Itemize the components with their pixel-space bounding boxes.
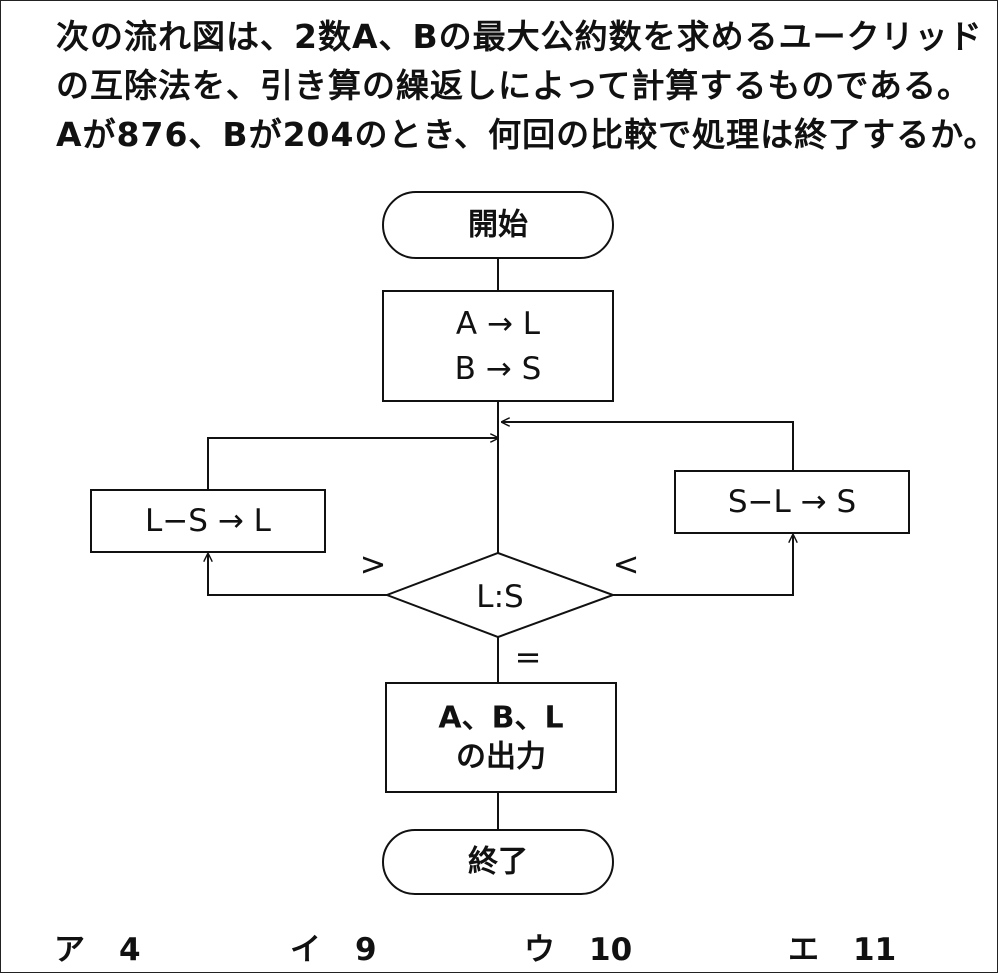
assign-line-1: A → L (456, 306, 541, 342)
question-line-1: 次の流れ図は、2数A、Bの最大公約数を求めるユークリッド (56, 17, 983, 56)
answer-value: 9 (355, 932, 377, 968)
answer-choice-e: エ 11 (788, 924, 896, 969)
output-box (385, 682, 617, 793)
answer-label: ア (54, 932, 85, 968)
line-left-process-loop (207, 438, 498, 490)
equal-branch-label: = (515, 638, 542, 676)
line-right-process-loop (502, 422, 794, 471)
output-line-1: A、B、L (438, 701, 563, 736)
line-decision-to-right-process (613, 535, 793, 596)
right-process-box (674, 470, 910, 534)
answer-label: ウ (524, 932, 555, 968)
start-terminal (382, 191, 614, 259)
decision-diamond (384, 551, 616, 639)
start-label: 開始 (468, 208, 528, 243)
answer-label: イ (290, 932, 321, 968)
end-terminal (382, 829, 614, 895)
connector-lines (208, 258, 793, 830)
greater-branch-label: > (360, 545, 387, 583)
answer-label: エ (788, 932, 819, 968)
question-text: 次の流れ図は、2数A、Bの最大公約数を求めるユークリッド の互除法を、引き算の繰… (56, 12, 998, 159)
left-process-label: L−S → L (145, 503, 272, 539)
assign-line-2: B → S (455, 351, 542, 387)
answer-value: 4 (119, 932, 141, 968)
assign-process-box (382, 290, 614, 402)
question-line-2: の互除法を、引き算の繰返しによって計算するものである。 (56, 66, 972, 105)
decision-label: L:S (476, 579, 523, 615)
output-line-2: の出力 (456, 740, 546, 775)
line-decision-to-left-process (208, 554, 387, 596)
answer-value: 11 (853, 932, 897, 968)
right-process-label: S−L → S (728, 484, 856, 520)
answer-choice-u: ウ 10 (524, 924, 632, 969)
end-label: 終了 (468, 845, 528, 880)
left-process-box (90, 489, 326, 553)
less-branch-label: < (613, 545, 640, 583)
answer-value: 10 (589, 932, 633, 968)
question-line-3: Aが876、Bが204のとき、何回の比較で処理は終了するか。 (56, 115, 998, 154)
